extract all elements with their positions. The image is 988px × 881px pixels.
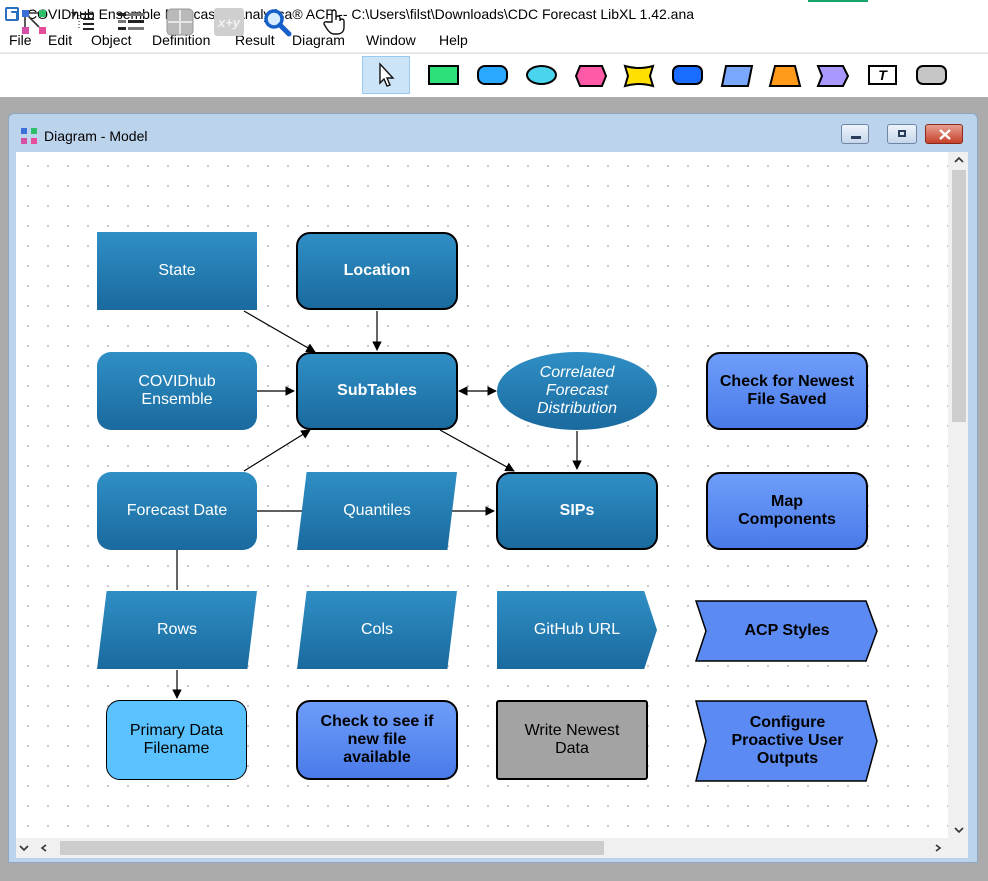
menu-file[interactable]: File: [9, 32, 32, 48]
list-icon[interactable]: [114, 5, 148, 39]
alias-shape-tool[interactable]: [916, 65, 947, 85]
title-accent-strip: [808, 0, 868, 2]
general-ellipse-tool[interactable]: [526, 65, 557, 85]
objective-shape-tool[interactable]: [622, 64, 656, 88]
node-state[interactable]: State: [97, 232, 257, 310]
node-check-newest-label: Check for Newest File Saved: [719, 373, 855, 408]
node-cols[interactable]: Cols: [297, 591, 457, 669]
scroll-down-icon[interactable]: [952, 824, 966, 836]
node-map-components-label: Map Components: [738, 493, 836, 528]
xy-label: x+y: [214, 8, 244, 36]
menu-edit[interactable]: Edit: [48, 32, 73, 48]
menu-window[interactable]: Window: [366, 32, 416, 48]
title-bar: COVIDhub Ensemble Forecast -- Analytica®…: [0, 0, 988, 30]
table-icon[interactable]: [163, 5, 197, 39]
node-state-label: State: [158, 262, 196, 279]
chevron-down-icon[interactable]: [17, 842, 31, 854]
module-shape-tool[interactable]: [672, 65, 703, 85]
node-acp-styles-text[interactable]: ACP Styles: [706, 600, 868, 662]
menu-help[interactable]: Help: [439, 32, 468, 48]
node-cols-label: Cols: [360, 621, 393, 638]
chance-shape-tool[interactable]: [477, 65, 508, 85]
node-map-components[interactable]: Map Components: [706, 472, 868, 550]
minimize-button[interactable]: [841, 124, 869, 144]
node-rows[interactable]: Rows: [97, 591, 257, 669]
arrange-icon[interactable]: [17, 5, 51, 39]
scroll-right-icon[interactable]: [932, 842, 944, 854]
node-write-newest-data[interactable]: Write Newest Data: [496, 700, 648, 780]
diagram-window-title: Diagram - Model: [44, 128, 148, 144]
node-location-label: Location: [343, 262, 411, 279]
decision-shape-tool[interactable]: [428, 65, 459, 85]
node-sips[interactable]: SIPs: [496, 472, 658, 550]
node-correlated-label: Correlated Forecast Distribution: [536, 364, 618, 417]
node-acp-styles[interactable]: [695, 600, 879, 662]
pointer-icon[interactable]: [362, 56, 410, 94]
node-configure-outputs[interactable]: [695, 700, 879, 782]
node-quantiles[interactable]: Quantiles: [297, 472, 457, 550]
node-sips-label: SIPs: [559, 502, 595, 519]
button-shape-tool[interactable]: [816, 64, 850, 88]
node-github-url-label: GitHub URL: [533, 621, 621, 638]
hexagon-shape-tool[interactable]: [574, 64, 608, 88]
diagram-window-icon: [21, 128, 37, 144]
node-primary-data-filename[interactable]: Primary Data Filename: [106, 700, 247, 780]
menu-object[interactable]: Object: [91, 32, 132, 48]
node-github-url[interactable]: GitHub URL: [497, 591, 657, 669]
window-title: COVIDhub Ensemble Forecast -- Analytica®…: [27, 6, 695, 22]
node-configure-outputs-text[interactable]: Configure Proactive User Outputs: [710, 700, 865, 782]
menu-bar: File Edit Object Definition Result Diagr…: [0, 30, 988, 52]
node-write-newest-label: Write Newest Data: [524, 722, 620, 757]
node-configure-outputs-label: Configure Proactive User Outputs: [731, 714, 844, 767]
menu-definition[interactable]: Definition: [152, 32, 211, 48]
text-tool[interactable]: T: [868, 65, 897, 85]
node-subtables[interactable]: SubTables: [296, 352, 458, 430]
node-check-new-file-label: Check to see if new file available: [320, 713, 434, 766]
index-shape-tool[interactable]: [720, 64, 754, 88]
vertical-scroll-thumb[interactable]: [952, 170, 966, 422]
node-check-newest-file[interactable]: Check for Newest File Saved: [706, 352, 868, 430]
node-covidhub-ensemble[interactable]: COVIDhub Ensemble: [97, 352, 257, 430]
node-forecast-date[interactable]: Forecast Date: [97, 472, 257, 550]
constant-shape-tool[interactable]: [768, 64, 802, 88]
maximize-button[interactable]: [887, 124, 917, 144]
horizontal-scroll-thumb[interactable]: [60, 841, 604, 855]
node-forecast-date-label: Forecast Date: [126, 502, 228, 519]
zoom-icon[interactable]: [260, 5, 294, 39]
hand-icon[interactable]: [319, 5, 353, 39]
outline-icon[interactable]: [65, 5, 99, 39]
node-quantiles-label: Quantiles: [343, 502, 411, 519]
node-primary-filename-label: Primary Data Filename: [129, 722, 224, 757]
close-button[interactable]: [925, 124, 963, 144]
scroll-up-icon[interactable]: [952, 154, 966, 166]
menu-diagram[interactable]: Diagram: [292, 32, 345, 48]
expression-icon[interactable]: x+y: [212, 5, 246, 39]
scroll-left-icon[interactable]: [38, 842, 50, 854]
menu-result[interactable]: Result: [235, 32, 275, 48]
node-acp-styles-label: ACP Styles: [744, 622, 830, 639]
close-icon: [939, 129, 951, 140]
node-correlated-forecast[interactable]: Correlated Forecast Distribution: [497, 352, 657, 430]
node-covidhub-label: COVIDhub Ensemble: [138, 373, 216, 408]
analytica-app-icon: [5, 7, 19, 21]
node-check-new-file[interactable]: Check to see if new file available: [296, 700, 458, 780]
node-location[interactable]: Location: [296, 232, 458, 310]
node-subtables-label: SubTables: [337, 382, 417, 399]
node-rows-label: Rows: [156, 621, 197, 638]
